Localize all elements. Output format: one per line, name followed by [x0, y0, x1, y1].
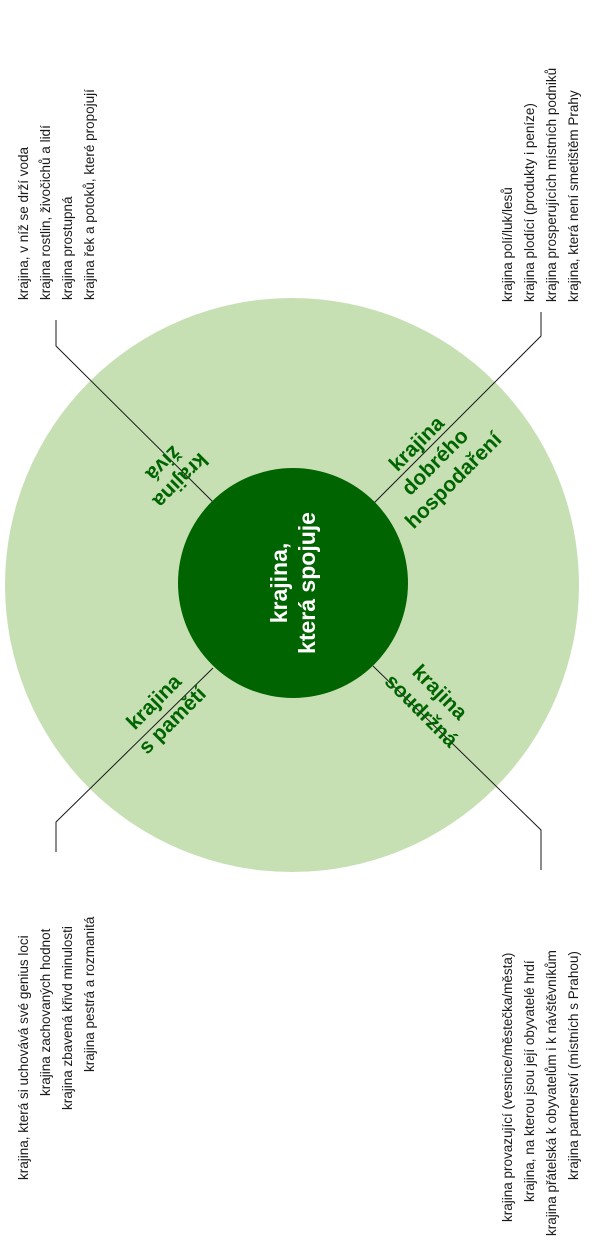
note-pamet-4: krajina pestrá a rozmanitá: [82, 916, 97, 1072]
note-soudrzna-1: krajina provazující (vesnice/městečka/mě…: [500, 953, 515, 1222]
connector-soudrzna: [372, 665, 542, 870]
connector-pamet: [55, 667, 214, 852]
notes-ziva: krajina, v níž se drží voda krajina rost…: [16, 89, 97, 300]
note-soudrzna-2: krajina, na kterou jsou její obyvatelé h…: [522, 960, 537, 1202]
note-pamet-1: krajina, která si uchovává své genius lo…: [16, 935, 31, 1180]
connector-hospodareni: [372, 312, 542, 505]
note-ziva-1: krajina, v níž se drží voda: [16, 146, 31, 300]
center-line-1: krajina,: [266, 543, 292, 624]
note-pamet-3: krajina zbavená křivd minulosti: [60, 926, 75, 1110]
notes-soudrzna: krajina provazující (vesnice/městečka/mě…: [500, 950, 581, 1236]
note-ziva-3: krajina prostupná: [60, 196, 75, 300]
note-hospodareni-3: krajina prosperujících místních podniků: [544, 68, 559, 302]
note-ziva-4: krajina řek a potoků, které propojují: [82, 89, 97, 300]
note-soudrzna-3: krajina přátelská k obyvatelům i k návšt…: [544, 950, 559, 1236]
note-hospodareni-2: krajina plodící (produkty i peníze): [522, 103, 537, 302]
center-label: krajina, která spojuje: [266, 512, 320, 654]
notes-hospodareni: krajina polí/luk/lesů krajina plodící (p…: [500, 68, 581, 302]
note-hospodareni-4: krajina, která není smetištěm Prahy: [566, 90, 581, 302]
connector-ziva: [55, 320, 214, 503]
note-ziva-2: krajina rostlin, živočichů a lidí: [38, 125, 53, 300]
note-hospodareni-1: krajina polí/luk/lesů: [500, 187, 515, 302]
notes-pamet: krajina, která si uchovává své genius lo…: [16, 916, 97, 1180]
inner-circle: [178, 468, 408, 698]
center-line-2: která spojuje: [294, 512, 320, 654]
note-pamet-2: krajina zachovaných hodnot: [38, 928, 53, 1096]
note-soudrzna-4: krajina partnerství (místních s Prahou): [566, 951, 581, 1180]
